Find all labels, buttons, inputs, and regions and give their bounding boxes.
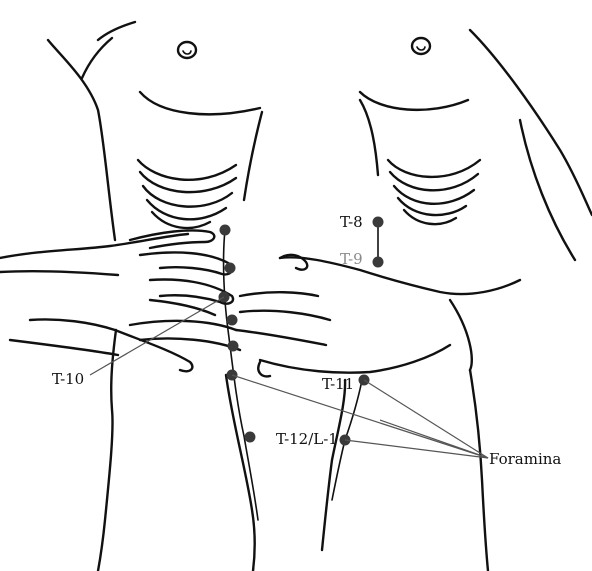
foramina-leader-2 xyxy=(364,380,488,458)
lower-left-forearm-bottom xyxy=(10,340,118,355)
lower-finger-1 xyxy=(130,321,236,330)
right-lower-hand xyxy=(260,345,450,373)
right-torso-left-edge xyxy=(360,100,378,175)
label-t12-l1: T-12/L-1 xyxy=(276,430,338,448)
right-lower-hand-tip xyxy=(258,362,270,376)
left-navel xyxy=(178,42,196,58)
right-rib-1 xyxy=(388,160,480,177)
point-left-t12 xyxy=(245,432,256,443)
left-arm-inner xyxy=(82,38,112,78)
left-hands xyxy=(0,230,240,371)
label-t8: T-8 xyxy=(340,213,363,231)
left-rib-5 xyxy=(152,212,210,228)
foramina-leader-3 xyxy=(345,440,488,458)
finger-1 xyxy=(130,230,214,248)
left-rib-3 xyxy=(143,186,232,207)
right-rib-5 xyxy=(404,210,456,224)
right-finger-1 xyxy=(240,292,318,296)
right-rib-3 xyxy=(394,186,474,204)
point-left-t8 xyxy=(220,225,231,236)
right-torso xyxy=(322,30,592,571)
left-abdomen-curve xyxy=(140,92,260,114)
right-waist-curve xyxy=(450,300,472,370)
label-t11: T-11 xyxy=(322,375,354,393)
t10-leader xyxy=(90,297,224,375)
label-foramina: Foramina xyxy=(489,450,561,468)
right-navel-inner xyxy=(417,47,425,50)
left-torso-side xyxy=(98,330,116,571)
point-left-t10c xyxy=(228,341,239,352)
point-left-t9 xyxy=(225,263,236,274)
left-torso-outline xyxy=(48,40,115,240)
right-hands xyxy=(236,255,520,377)
left-rib-2 xyxy=(140,172,236,192)
finger-2 xyxy=(140,252,232,274)
right-leg-outer xyxy=(470,370,488,571)
right-navel xyxy=(412,38,430,54)
right-rib-2 xyxy=(390,172,478,190)
right-abdomen-curve xyxy=(360,92,468,110)
right-finger-3 xyxy=(236,330,326,345)
label-t10: T-10 xyxy=(52,370,84,388)
left-torso-midline xyxy=(244,112,262,200)
point-right-t9 xyxy=(373,257,384,268)
point-left-t10b xyxy=(227,315,238,326)
left-arm-outline xyxy=(98,22,135,40)
right-finger-2 xyxy=(240,311,330,320)
left-torso xyxy=(48,22,262,571)
upper-left-forearm-lower xyxy=(0,271,118,275)
label-t9: T-9 xyxy=(340,250,363,268)
right-torso-side xyxy=(520,120,575,260)
lower-finger-2 xyxy=(140,338,240,350)
left-navel-inner xyxy=(183,51,191,54)
foramina-leader-4 xyxy=(380,420,488,458)
right-shoulder xyxy=(470,30,592,215)
left-rib-1 xyxy=(138,160,236,180)
point-right-t8 xyxy=(373,217,384,228)
right-hand-upper xyxy=(280,257,520,294)
